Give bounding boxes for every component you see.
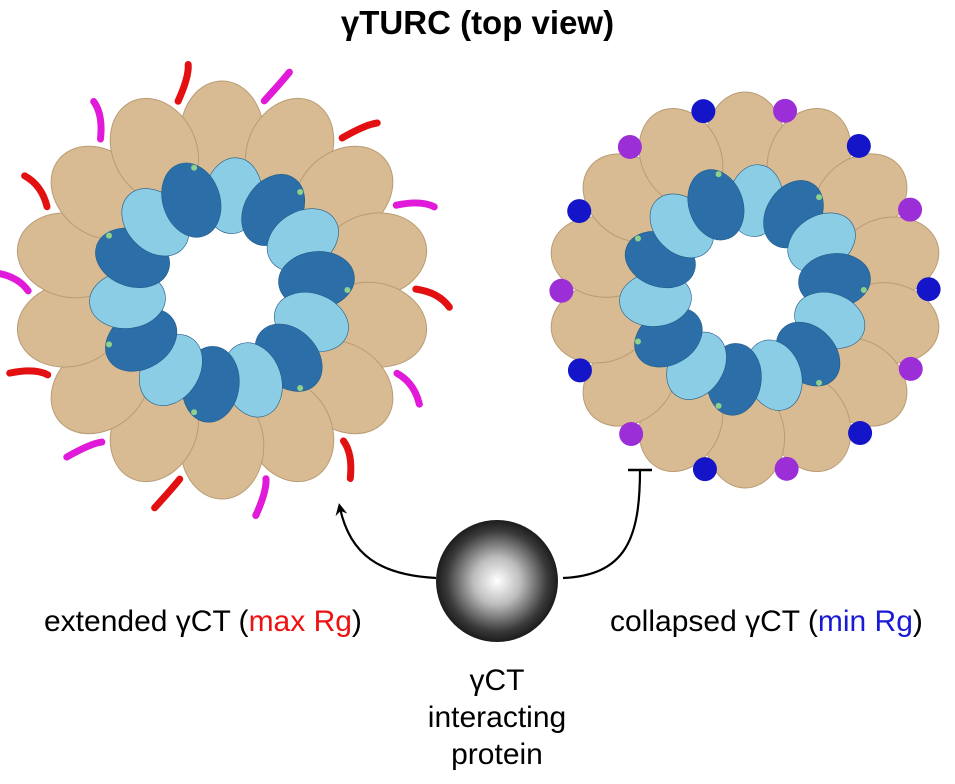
collapsed-ct-tail xyxy=(774,456,799,481)
protein-label-line3: protein xyxy=(451,738,543,771)
protein-label-line2: interacting xyxy=(427,701,567,734)
collapsed-ct-tail xyxy=(617,134,642,159)
extended-ct-tail xyxy=(63,438,106,461)
extended-ct-tail xyxy=(90,98,105,143)
green-accent xyxy=(191,164,198,171)
extended-ct-tail xyxy=(338,119,381,142)
collapsed-caption-prefix: collapsed γCT ( xyxy=(610,605,818,638)
extended-caption-prefix: extended γCT ( xyxy=(44,605,249,638)
collapsed-ct-tail xyxy=(848,421,873,446)
extended-ct-tail xyxy=(412,285,453,311)
extended-ct-tail xyxy=(260,68,293,105)
green-accent xyxy=(715,171,722,178)
extended-caption-suffix: ) xyxy=(351,605,362,638)
green-accent xyxy=(106,341,113,348)
collapsed-ct-tail xyxy=(898,197,923,222)
extended-ct-tail xyxy=(393,369,423,408)
collapsed-ct-tail xyxy=(692,457,717,482)
collapsed-ct-tail xyxy=(567,199,592,224)
extended-ct-tail xyxy=(151,475,184,512)
interacting-protein-sphere xyxy=(436,520,558,642)
gamma-turc-collapsed-ring xyxy=(549,91,941,489)
green-accent xyxy=(816,379,823,386)
protein-label: γCT interacting protein xyxy=(397,662,597,773)
collapsed-ct-tail xyxy=(846,133,871,158)
collapsed-ct-tail xyxy=(898,356,923,381)
green-accent xyxy=(634,235,641,242)
green-accent xyxy=(297,188,304,195)
extended-ct-tail xyxy=(0,270,32,295)
green-accent xyxy=(106,232,113,239)
collapsed-ct-tail xyxy=(567,358,592,383)
activation-arrow xyxy=(335,503,437,580)
extended-ct-tail xyxy=(21,172,51,211)
green-accent xyxy=(191,409,198,416)
gamma-turc-extended-ring xyxy=(0,61,453,519)
figure-title: γTURC (top view) xyxy=(340,4,615,41)
max-rg-label: max Rg xyxy=(248,605,352,638)
green-accent xyxy=(344,287,351,293)
collapsed-ct-tail xyxy=(916,277,941,302)
gamma-tubulin-subunit xyxy=(687,169,745,241)
extended-ct-tail xyxy=(174,61,192,105)
green-accent xyxy=(860,287,867,293)
collapsed-ct-tail xyxy=(549,278,574,303)
extended-ct-tail xyxy=(6,367,52,379)
extended-ct-tail xyxy=(252,475,270,519)
green-accent xyxy=(715,402,722,409)
central-lumen xyxy=(698,243,792,337)
green-accent xyxy=(297,385,304,392)
central-lumen xyxy=(172,240,272,340)
collapsed-ct-tail xyxy=(619,422,644,447)
extended-ct-tail xyxy=(392,199,438,211)
min-rg-label: min Rg xyxy=(817,605,913,638)
extended-caption: extended γCT (max Rg) xyxy=(44,605,362,639)
collapsed-caption: collapsed γCT (min Rg) xyxy=(610,605,923,639)
gamma-tubulin-subunit xyxy=(161,162,222,238)
extended-ct-tail xyxy=(339,437,355,482)
collapsed-ct-tail xyxy=(691,99,716,124)
green-accent xyxy=(634,338,641,345)
inhibition-line xyxy=(562,469,642,580)
green-accent xyxy=(816,194,823,201)
collapsed-ct-tail xyxy=(773,98,798,123)
collapsed-caption-suffix: ) xyxy=(912,605,923,638)
protein-label-line1: γCT xyxy=(469,664,525,697)
